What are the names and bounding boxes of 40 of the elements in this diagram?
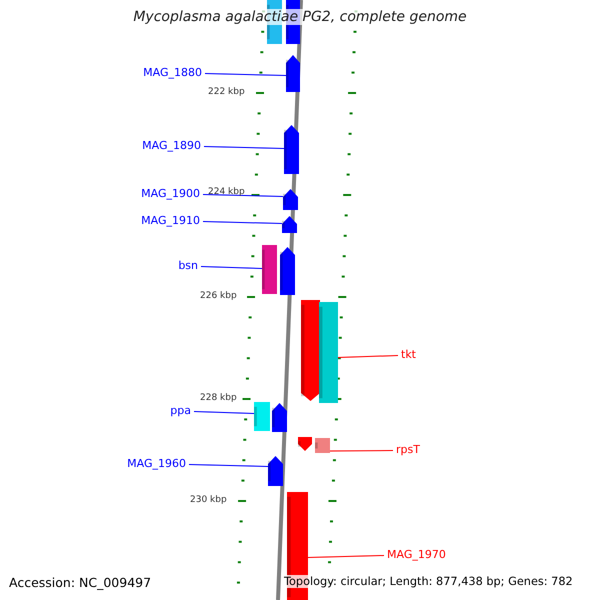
gene-feature xyxy=(298,437,312,451)
gene-feature xyxy=(268,456,283,486)
tick-label: 228 kbp xyxy=(200,393,237,403)
accession-text: Accession: NC_009497 xyxy=(9,575,152,590)
leader-line xyxy=(188,464,268,467)
gene-label: MAG_1970 xyxy=(387,548,467,561)
gene-feature xyxy=(272,403,287,432)
leader-line xyxy=(202,221,282,224)
gene-feature xyxy=(284,125,299,174)
gene-label: rpsT xyxy=(396,443,456,456)
gene-label: MAG_1880 xyxy=(80,66,202,79)
tick-label: 222 kbp xyxy=(208,87,245,97)
leader-line xyxy=(200,266,262,269)
leader-line xyxy=(338,355,398,358)
gene-bar xyxy=(319,302,338,403)
gene-feature xyxy=(286,55,300,92)
gene-label: tkt xyxy=(401,348,461,361)
leader-line xyxy=(194,411,254,414)
leader-line xyxy=(204,146,284,149)
leader-line xyxy=(308,555,384,558)
gene-feature xyxy=(282,216,297,233)
leader-line xyxy=(330,450,394,452)
gene-label: MAG_1910 xyxy=(80,214,200,227)
gene-label: ppa xyxy=(80,404,191,417)
tick-label: 230 kbp xyxy=(190,495,227,505)
genome-info-text: Topology: circular; Length: 877,438 bp; Genes: 782 xyxy=(284,575,573,588)
leader-line xyxy=(204,73,286,76)
gene-feature xyxy=(301,300,320,401)
gene-label: MAG_1900 xyxy=(80,187,200,200)
gene-bar xyxy=(315,438,330,453)
tick-label: 224 kbp xyxy=(208,187,245,197)
gene-bar xyxy=(262,245,277,294)
gene-label: bsn xyxy=(80,259,198,272)
leader-line xyxy=(202,194,284,197)
gene-feature xyxy=(280,247,295,295)
gene-label: MAG_1890 xyxy=(80,139,201,152)
tick-label: 226 kbp xyxy=(200,291,237,301)
gene-feature xyxy=(283,189,298,210)
gene-label: MAG_1960 xyxy=(80,457,186,470)
gene-bar xyxy=(254,402,270,431)
